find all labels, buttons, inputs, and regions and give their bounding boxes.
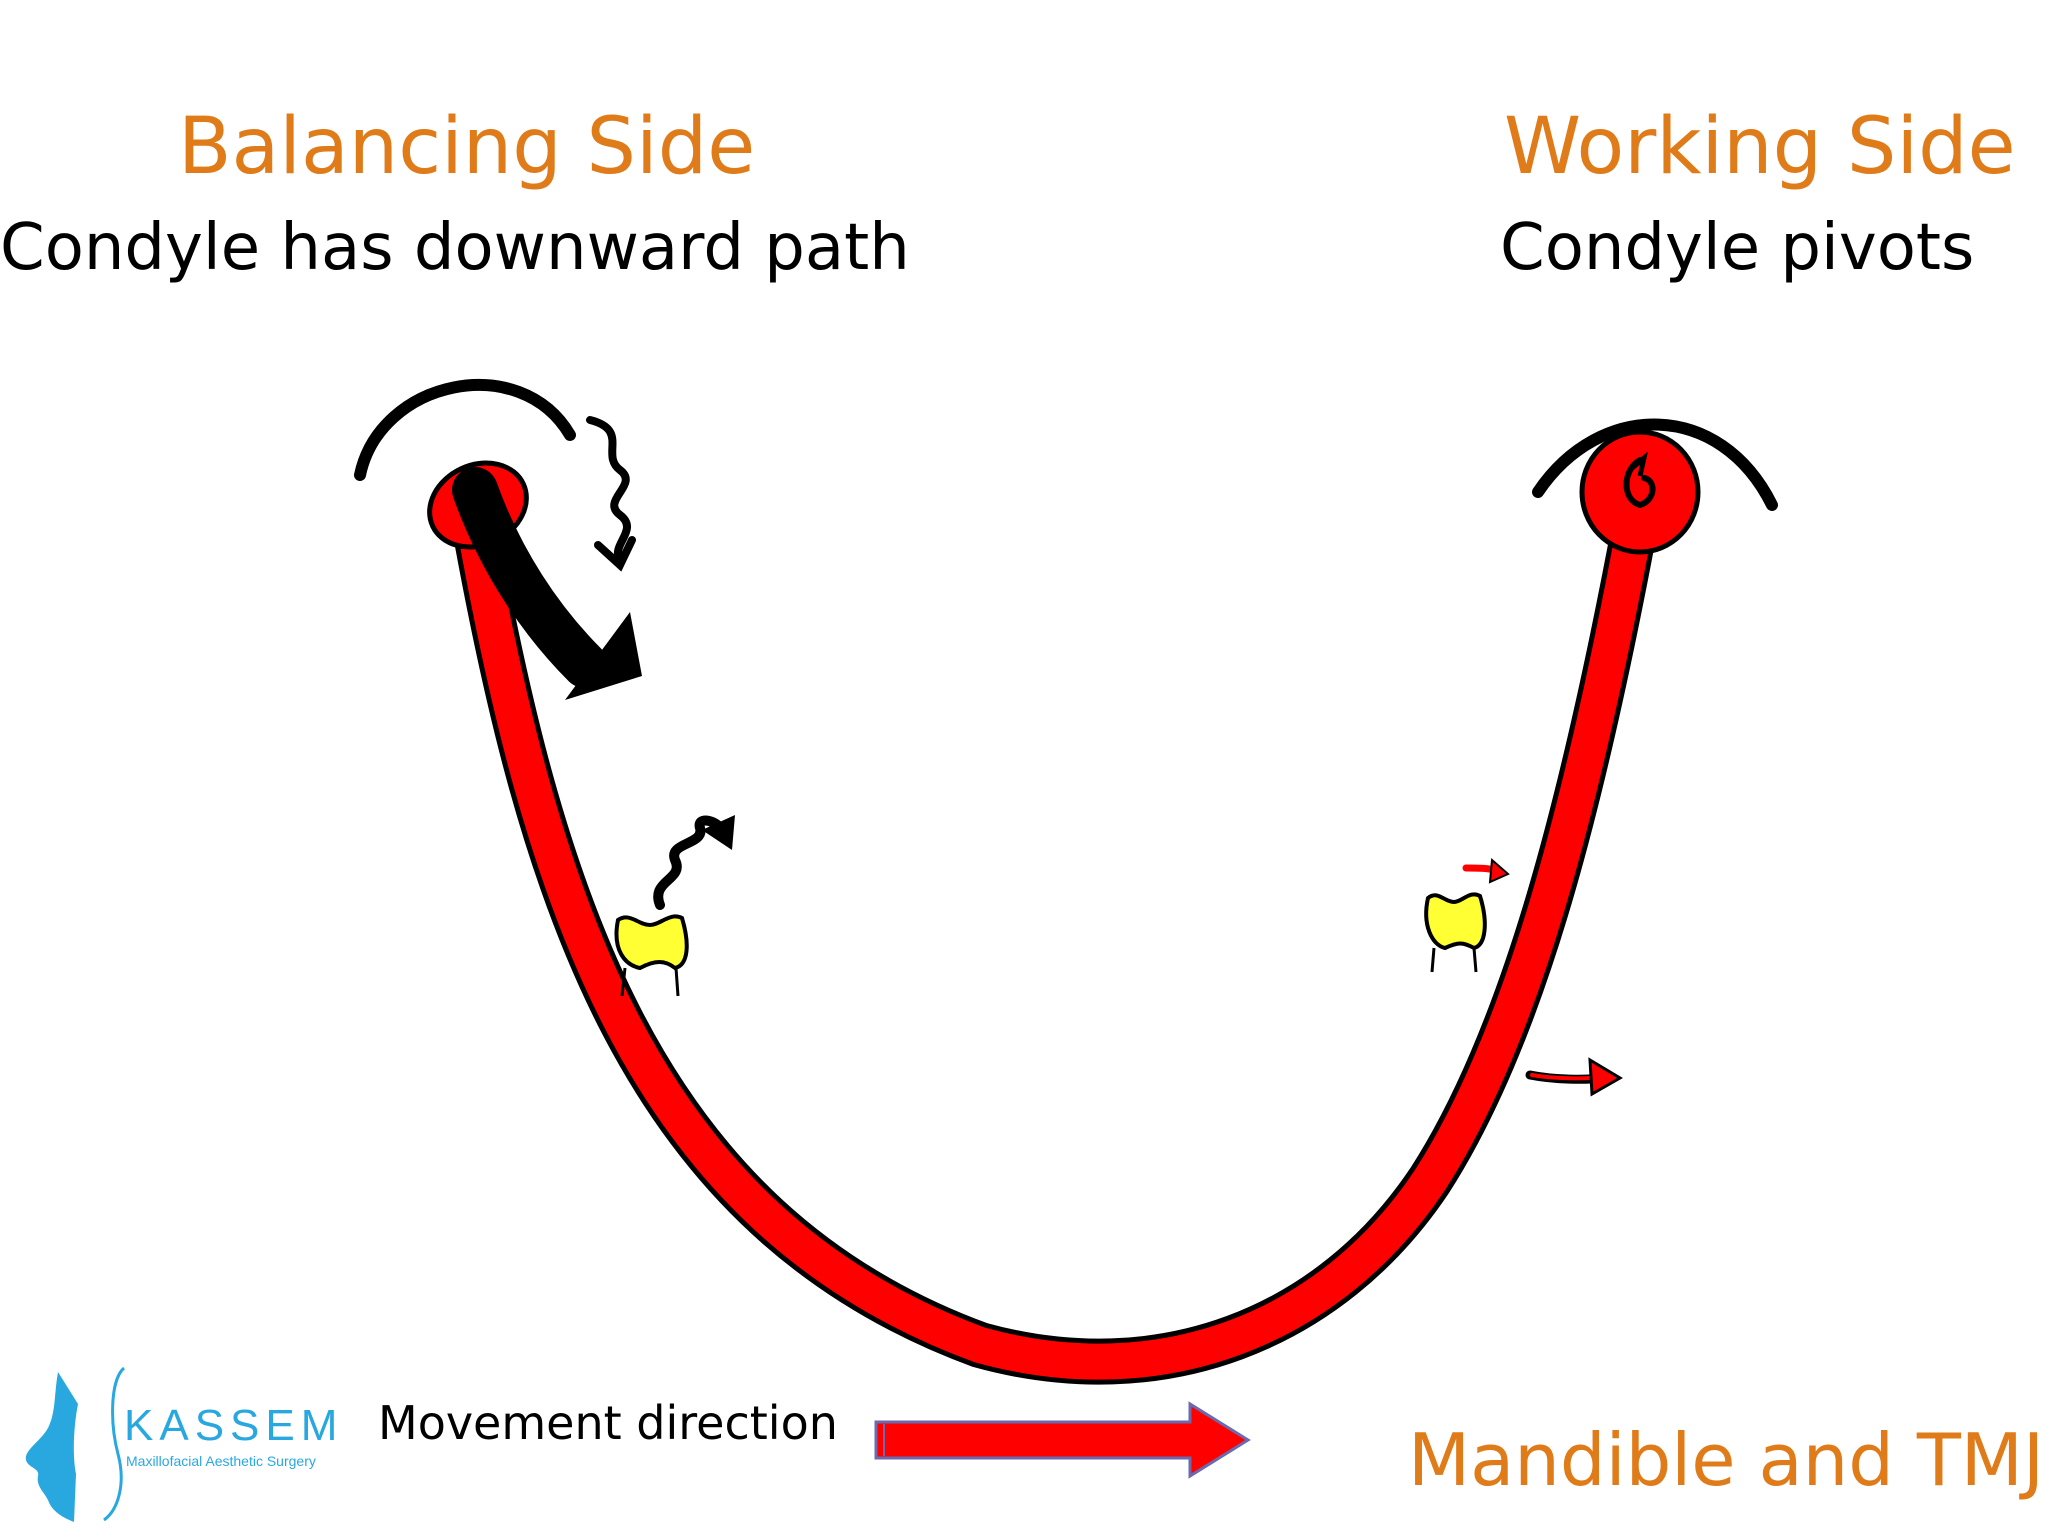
logo-tagline: Maxillofacial Aesthetic Surgery xyxy=(126,1453,316,1469)
working-tooth-root xyxy=(1430,947,1436,973)
pivot-rotation-arrowhead-icon xyxy=(1628,451,1649,477)
logo-name: KASSEM xyxy=(124,1401,344,1450)
balancing-side-title: Balancing Side xyxy=(178,102,756,192)
working-tooth-icon xyxy=(1424,892,1487,951)
tooth-wavy-arrow-icon xyxy=(653,815,730,910)
mandible-body xyxy=(452,482,1654,1380)
balancing-tooth-root xyxy=(620,967,627,997)
working-side-title: Working Side xyxy=(1504,102,2016,192)
tooth-wavy-arrowhead-icon xyxy=(702,815,735,850)
pivot-rotation-icon xyxy=(1623,457,1656,509)
tooth-lateral-arrowhead-icon xyxy=(1488,857,1510,884)
balancing-tooth-root xyxy=(674,967,680,997)
balancing-fossa-arc xyxy=(354,379,576,481)
wavy-arrow-icon xyxy=(586,416,631,564)
condyle-downward-arrowhead-icon xyxy=(565,612,642,700)
condyle-downward-arrow-icon xyxy=(452,467,608,688)
working-fossa-arc xyxy=(1532,418,1778,511)
lateral-shift-arrowhead-icon xyxy=(1588,1057,1623,1097)
wavy-arrowhead-icon xyxy=(594,536,636,572)
working-tooth-root xyxy=(1472,947,1478,973)
slide-title: Mandible and TMJ xyxy=(1408,1418,2045,1502)
movement-direction-arrow-icon xyxy=(874,1401,1251,1479)
movement-direction-label: Movement direction xyxy=(378,1396,838,1450)
balancing-tooth-icon xyxy=(614,914,689,971)
working-side-description: Condyle pivots xyxy=(1500,211,1975,285)
face-profile-logo-icon xyxy=(25,1366,126,1522)
balancing-side-description: Condyle has downward path xyxy=(0,211,910,285)
kassem-logo: KASSEM Maxillofacial Aesthetic Surgery xyxy=(14,1364,344,1526)
working-condyle xyxy=(1579,429,1701,555)
